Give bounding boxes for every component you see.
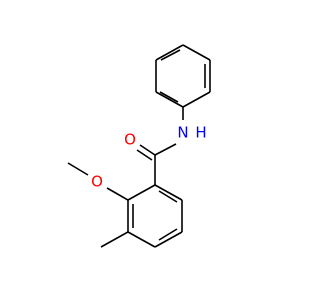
bond (154, 231, 183, 248)
bond (182, 44, 211, 61)
hydrogen-label: H (195, 124, 206, 142)
bond (127, 184, 156, 201)
double-bond-inner (160, 49, 181, 61)
double-bond-inner (158, 190, 178, 203)
oxygen-methoxy-label: O (91, 173, 103, 191)
bond-ring-o-methoxy (106, 187, 129, 201)
structure-canvas: O N H O (67, 44, 211, 248)
bond (155, 44, 184, 61)
bond-n-carbonyl (154, 143, 177, 156)
molecule-drawing: O N H O (67, 44, 211, 248)
benzene-ring (127, 184, 183, 248)
double-bond-inner (159, 91, 179, 103)
bond (182, 91, 211, 108)
bond-c-o (139, 144, 156, 156)
nitrogen-label: N (177, 124, 188, 142)
bond-c-o-double (136, 149, 153, 161)
bond-ring-methyl (100, 231, 129, 248)
bond (127, 231, 156, 248)
bond (155, 91, 184, 108)
phenyl-ring (155, 44, 211, 108)
bond-o-methyl (67, 162, 89, 176)
bond (154, 184, 183, 201)
double-bond-inner (158, 228, 178, 241)
oxygen-carbonyl-label: O (124, 131, 136, 149)
